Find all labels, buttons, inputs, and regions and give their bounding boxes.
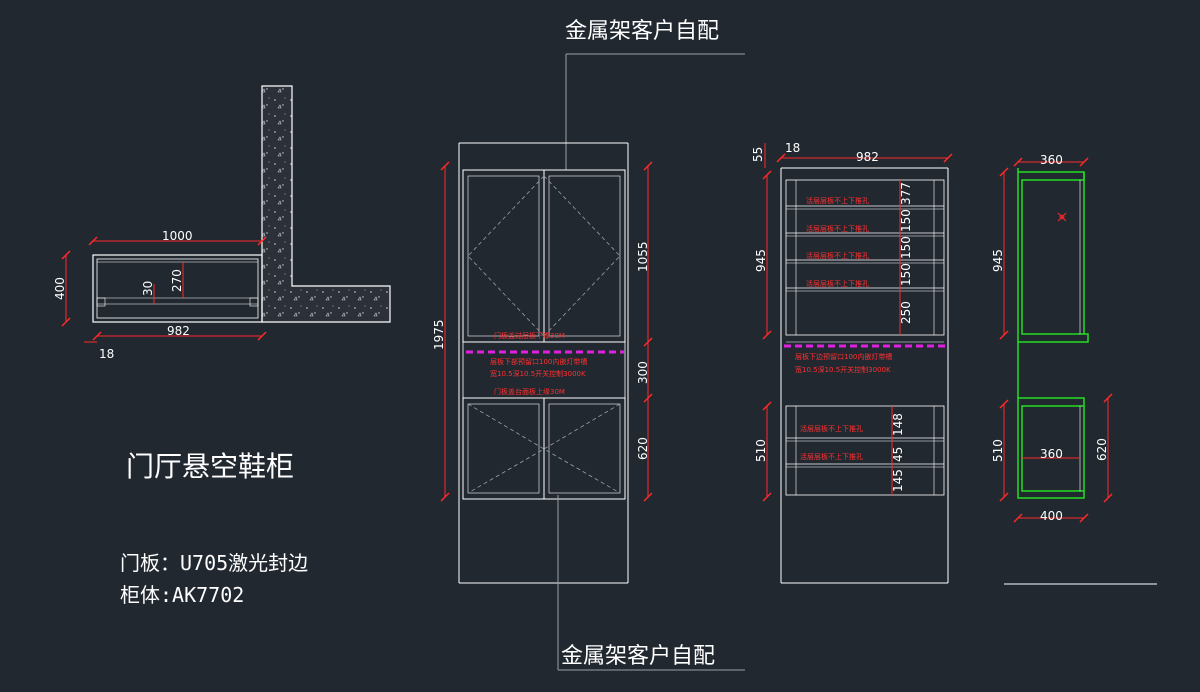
plan-dim-270: 270 bbox=[170, 269, 184, 292]
interior-dim-510: 510 bbox=[754, 439, 768, 462]
interior-shelf-note-6: 活层层板不上下推孔 bbox=[800, 452, 863, 461]
interior-shelf-note-4: 活层层板不上下推孔 bbox=[806, 279, 869, 288]
interior-shelf-note-2: 活层层板不上下推孔 bbox=[806, 224, 869, 233]
interior-dim-55: 55 bbox=[751, 147, 765, 162]
drawing-title: 门厅悬空鞋柜 bbox=[126, 450, 294, 483]
plan-view: 1000 982 18 400 270 30 bbox=[53, 85, 391, 361]
interior-shelf-note-3: 活层层板不上下推孔 bbox=[806, 251, 869, 260]
side-dim-945: 945 bbox=[991, 249, 1005, 272]
front-dim-1975: 1975 bbox=[432, 319, 446, 350]
interior-view: 活层层板不上下推孔 活层层板不上下推孔 活层层板不上下推孔 活层层板不上下推孔 … bbox=[751, 141, 953, 584]
side-dim-510: 510 bbox=[991, 439, 1005, 462]
plan-dim-982: 982 bbox=[167, 324, 190, 338]
side-dim-620: 620 bbox=[1095, 438, 1109, 461]
front-note-door-lower: 门板盖台面板上缘30M bbox=[494, 387, 565, 396]
front-lower-door-right bbox=[543, 397, 626, 500]
interior-note-strip-2: 宽10.5深10.5开关控制3000K bbox=[795, 365, 891, 374]
front-dim-620: 620 bbox=[636, 437, 650, 460]
plan-dim-30: 30 bbox=[141, 281, 155, 296]
interior-dim-377: 377 bbox=[899, 182, 913, 205]
side-section: 360 945 510 360 620 400 bbox=[991, 153, 1157, 585]
interior-dim-150-a: 150 bbox=[899, 209, 913, 232]
side-dim-360-top: 360 bbox=[1040, 153, 1063, 167]
interior-shelf-note-1: 活层层板不上下推孔 bbox=[806, 196, 869, 205]
front-note-door-upper: 门板盖过层板下缘30M bbox=[494, 331, 565, 340]
metal-rack-top-callout: 金属架客户自配 bbox=[565, 19, 745, 170]
front-dim-1055: 1055 bbox=[636, 241, 650, 272]
interior-dim-45: 45 bbox=[891, 447, 905, 462]
metal-rack-bottom-callout: 金属架客户自配 bbox=[557, 495, 745, 671]
metal-rack-top-label: 金属架客户自配 bbox=[565, 19, 719, 44]
material-cabinet-body: 柜体:AK7702 bbox=[120, 583, 244, 607]
interior-dim-148: 148 bbox=[891, 413, 905, 436]
side-dim-360-lower: 360 bbox=[1040, 447, 1063, 461]
wall-section bbox=[261, 85, 391, 323]
cabinet-plan-outer bbox=[92, 254, 263, 323]
interior-dim-18: 18 bbox=[785, 141, 800, 155]
interior-dim-150-b: 150 bbox=[899, 236, 913, 259]
front-upper-door-right bbox=[543, 169, 626, 343]
front-view: 门板盖过层板下缘30M 层板下部预留口100内嵌灯带槽 宽10.5深10.5开关… bbox=[432, 142, 653, 584]
interior-note-strip-1: 层板下边预留口100内嵌灯带槽 bbox=[795, 352, 892, 361]
plan-dim-18: 18 bbox=[99, 347, 114, 361]
front-note-strip-1: 层板下部预留口100内嵌灯带槽 bbox=[490, 357, 587, 366]
interior-shelf-note-5: 活层层板不上下推孔 bbox=[800, 424, 863, 433]
front-upper-door-left bbox=[462, 169, 545, 343]
plan-dim-1000: 1000 bbox=[162, 229, 193, 243]
front-note-strip-2: 宽10.5深10.5开关控制3000K bbox=[490, 369, 586, 378]
interior-dim-982: 982 bbox=[856, 150, 879, 164]
plan-dim-400: 400 bbox=[53, 277, 67, 300]
interior-dim-150-c: 150 bbox=[899, 263, 913, 286]
interior-dim-945: 945 bbox=[754, 249, 768, 272]
front-lower-door-left bbox=[462, 397, 545, 500]
front-dim-300: 300 bbox=[636, 361, 650, 384]
side-upper-body bbox=[1017, 168, 1089, 343]
metal-rack-bottom-label: 金属架客户自配 bbox=[561, 644, 715, 669]
side-lower-body bbox=[1017, 397, 1085, 499]
side-dim-400: 400 bbox=[1040, 509, 1063, 523]
interior-dim-145: 145 bbox=[891, 469, 905, 492]
interior-dim-250: 250 bbox=[899, 301, 913, 324]
material-door-panel: 门板：U705激光封边 bbox=[120, 551, 308, 575]
